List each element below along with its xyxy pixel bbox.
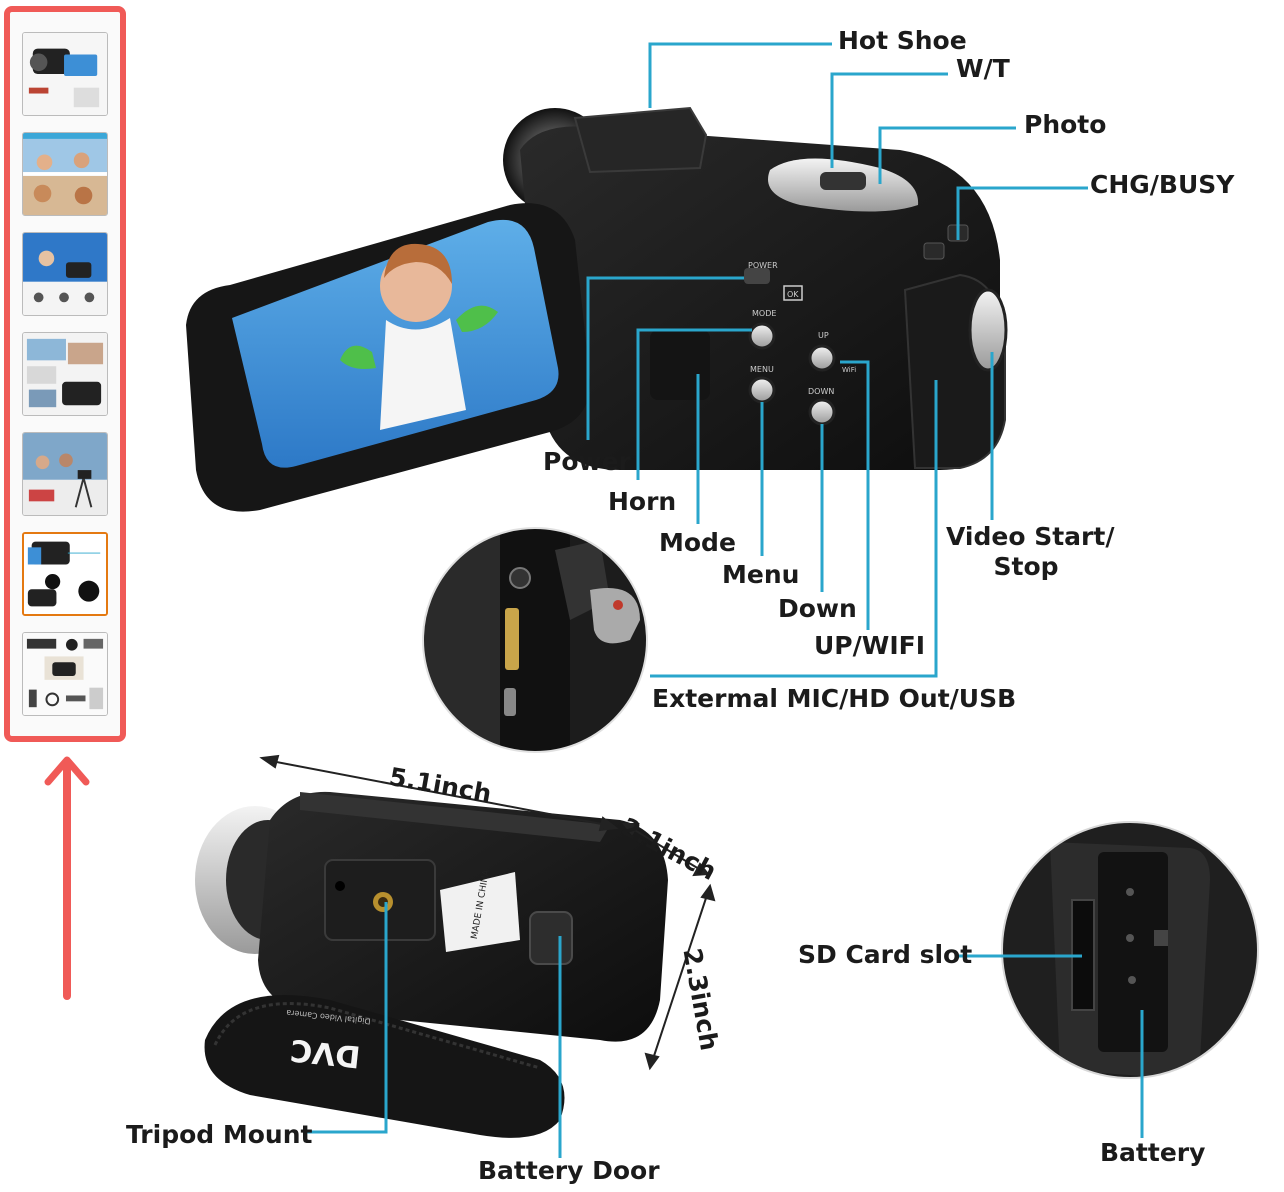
callout-video-start-stop: Video Start/ Stop	[946, 522, 1115, 582]
wifi-button-text: WiFi	[842, 366, 856, 374]
thumbnail-2[interactable]	[22, 132, 108, 216]
thumbnail-5[interactable]	[22, 432, 108, 516]
ok-button-text: OK	[787, 290, 799, 299]
thumbnail-strip	[4, 6, 126, 742]
callout-lines	[306, 42, 1144, 1158]
callout-hot-shoe: Hot Shoe	[838, 26, 967, 55]
callout-down: Down	[778, 594, 857, 623]
strap-brand-text: DVC	[289, 1032, 362, 1074]
callout-wt: W/T	[956, 54, 1010, 83]
callout-up-wifi: UP/WIFI	[814, 631, 926, 660]
power-button-text: POWER	[748, 261, 778, 270]
arrow-up-icon	[44, 756, 90, 1000]
thumbnail-7[interactable]	[22, 632, 108, 716]
callout-tripod-mount: Tripod Mount	[126, 1120, 313, 1149]
callout-sd-card-slot: SD Card slot	[798, 940, 973, 969]
callout-chg-busy: CHG/BUSY	[1090, 170, 1235, 199]
battery-inset	[1001, 821, 1259, 1079]
callout-battery-door: Battery Door	[478, 1156, 660, 1185]
callout-photo: Photo	[1024, 110, 1107, 139]
camcorder-side-view: POWER OK MODE MENU UP WiFi DOWN	[186, 106, 1008, 512]
callout-horn: Horn	[608, 487, 677, 516]
callout-video-start-line2: Stop	[993, 552, 1059, 581]
up-button-text: UP	[818, 331, 829, 340]
thumbnail-4[interactable]	[22, 332, 108, 416]
callout-menu: Menu	[722, 560, 800, 589]
callout-video-start-line1: Video Start/	[946, 522, 1115, 551]
callout-battery: Battery	[1100, 1138, 1206, 1167]
camcorder-bottom-view: MADE IN CHINA DVC Digital Video Camera	[195, 791, 668, 1138]
thumbnail-3[interactable]	[22, 232, 108, 316]
thumbnail-1[interactable]	[22, 32, 108, 116]
mode-button-text: MODE	[752, 309, 776, 318]
menu-button-text: MENU	[750, 365, 774, 374]
ports-inset	[422, 527, 648, 753]
dimension-arrows	[259, 754, 716, 1071]
callout-external-ports: Extermal MIC/HD Out/USB	[652, 684, 1017, 713]
callout-power: Power	[543, 447, 631, 476]
callout-mode: Mode	[659, 528, 736, 557]
thumbnail-6[interactable]	[22, 532, 108, 616]
down-button-text: DOWN	[808, 387, 834, 396]
